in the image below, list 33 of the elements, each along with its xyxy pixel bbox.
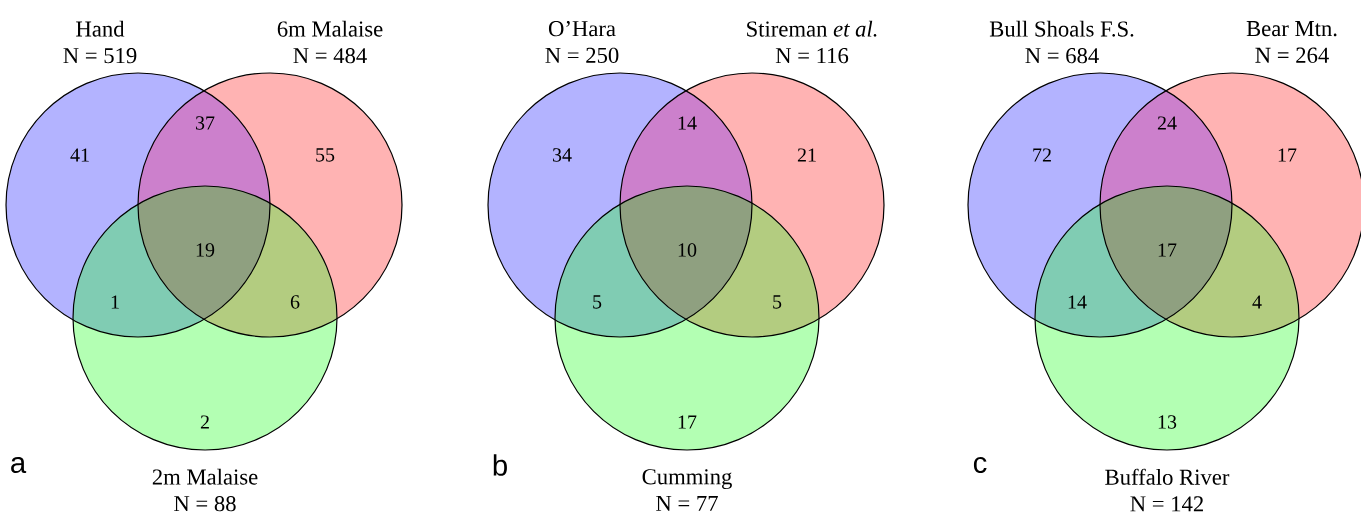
region-count: 17 — [1278, 148, 1297, 162]
region-count: 14 — [1068, 295, 1087, 309]
set-label: Bull Shoals F.S. N = 684 — [989, 20, 1134, 64]
set-label: 2m Malaise N = 88 — [152, 468, 258, 512]
region-count: 17 — [678, 415, 697, 429]
region-count: 5 — [773, 295, 782, 309]
set-label: 6m Malaise N = 484 — [277, 20, 383, 64]
region-count: 72 — [1033, 148, 1051, 162]
set-label: Buffalo River N = 142 — [1105, 468, 1230, 512]
region-count: 4 — [1252, 295, 1262, 309]
region-count: 10 — [678, 243, 697, 257]
set-label: Cumming N = 77 — [642, 469, 732, 511]
region-count: 1 — [111, 295, 119, 309]
set-label: Stireman et al. N = 116 — [747, 20, 877, 64]
panel-letter: b — [493, 454, 507, 476]
region-count: 14 — [678, 116, 697, 130]
set-label: O’Hara N = 250 — [545, 21, 619, 63]
set-label: Bear Mtn. N = 264 — [1246, 21, 1337, 63]
region-count: 21 — [797, 148, 816, 162]
region-count: 13 — [1158, 415, 1177, 429]
region-count: 34 — [552, 148, 572, 162]
region-count: 55 — [316, 148, 335, 162]
region-count: 41 — [70, 148, 89, 162]
panel-letter: c — [973, 456, 987, 474]
region-count: 19 — [196, 243, 215, 257]
region-count: 5 — [593, 295, 602, 309]
region-count: 24 — [1157, 116, 1177, 130]
region-count: 6 — [290, 295, 300, 309]
region-count: 37 — [195, 116, 215, 130]
region-count: 2 — [200, 415, 209, 429]
region-count: 17 — [1158, 243, 1177, 257]
panel-letter: a — [11, 456, 27, 474]
set-label: Hand N = 519 — [63, 20, 137, 64]
